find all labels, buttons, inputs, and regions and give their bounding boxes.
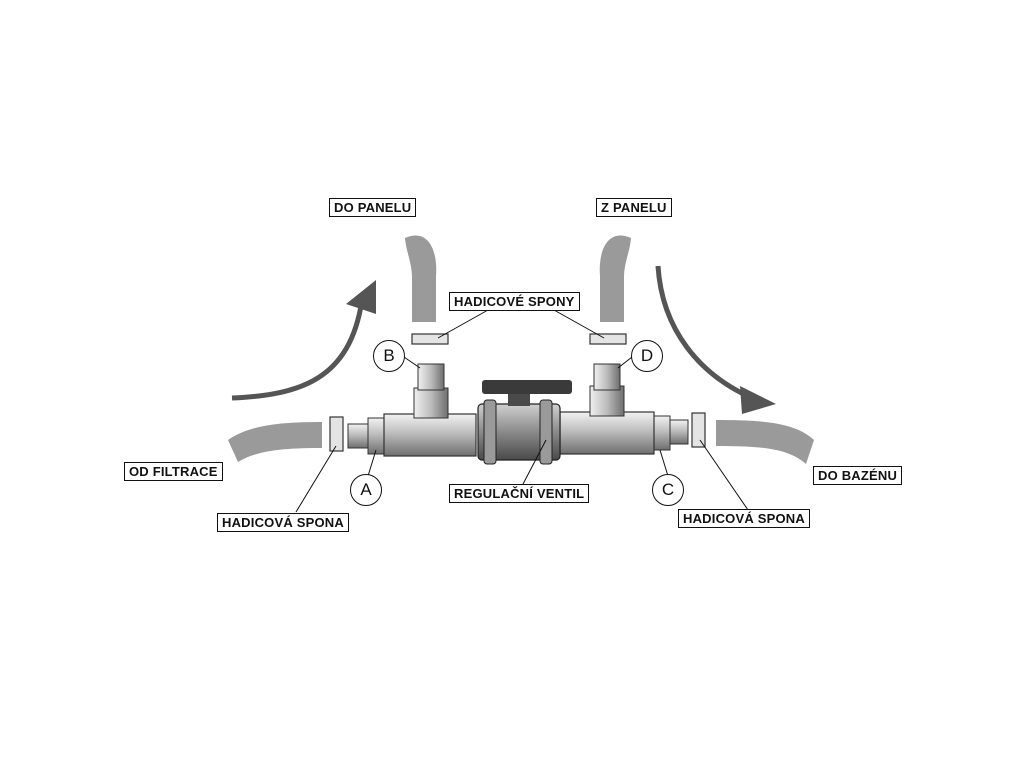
hose-from-panel	[599, 235, 631, 322]
label-do-panelu: DO PANELU	[329, 198, 417, 217]
tee-b-stub	[417, 363, 445, 391]
hose-from-filtration	[228, 422, 322, 462]
hose-clamp-right	[691, 412, 706, 448]
leader-spona-right	[699, 439, 749, 511]
marker-d: D	[631, 340, 663, 372]
flow-arrow-right-head	[740, 386, 776, 414]
valve-ring-right	[539, 399, 553, 465]
hose-clamp-d	[589, 333, 627, 345]
leader-c	[659, 449, 669, 477]
valve-stem	[508, 392, 530, 406]
pipe-outlet-stub	[667, 419, 689, 445]
leader-spony-left	[437, 309, 489, 339]
flow-arrow-left	[231, 299, 365, 401]
label-hadicova-spona-left: HADICOVÁ SPONA	[217, 513, 349, 532]
flow-arrow-right	[655, 265, 754, 401]
leader-spony-right	[553, 309, 605, 339]
pipe-inlet-collar	[367, 417, 387, 455]
hose-to-pool	[716, 420, 814, 464]
manifold-right-body	[559, 411, 655, 455]
label-do-bazenu: DO BAZÉNU	[813, 466, 903, 485]
leader-b	[403, 356, 421, 369]
hose-clamp-left	[329, 416, 344, 452]
valve-ring-left	[483, 399, 497, 465]
valve-handle	[482, 380, 572, 394]
marker-b: B	[373, 340, 405, 372]
pipe-inlet-stub	[347, 423, 371, 449]
tee-d-stub	[593, 363, 621, 391]
leader-ventil	[521, 439, 547, 487]
hose-to-panel	[405, 235, 437, 322]
label-regulacni-ventil: REGULAČNÍ VENTIL	[449, 484, 590, 503]
label-hadicove-spony: HADICOVÉ SPONY	[449, 292, 580, 311]
tee-b-body	[413, 387, 449, 419]
label-od-filtrace: OD FILTRACE	[124, 462, 223, 481]
leader-spona-left	[295, 445, 337, 513]
manifold-left-body	[383, 413, 477, 457]
leader-d	[617, 356, 633, 369]
label-z-panelu: Z PANELU	[596, 198, 672, 217]
leader-a	[367, 449, 377, 477]
flow-arrow-left-head	[346, 280, 376, 314]
marker-c: C	[652, 474, 684, 506]
label-hadicova-spona-right: HADICOVÁ SPONA	[678, 509, 810, 528]
hose-clamp-b	[411, 333, 449, 345]
marker-a: A	[350, 474, 382, 506]
pipe-outlet-collar	[651, 415, 671, 451]
